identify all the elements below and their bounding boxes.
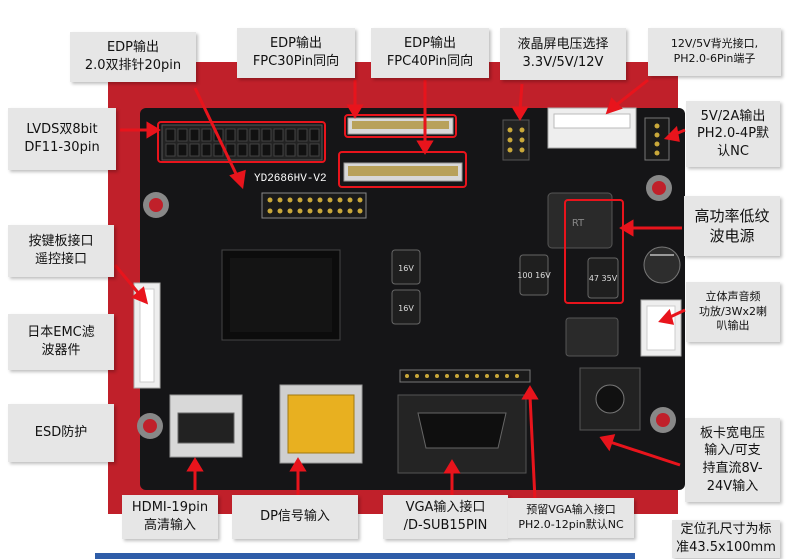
lvds-connector: [161, 124, 323, 161]
callout-lcd-voltage: 液晶屏电压选择 3.3V/5V/12V: [500, 28, 626, 80]
callout-5v-output: 5V/2A输出 PH2.0-4P默 认NC: [686, 101, 780, 167]
fpc40-highlight: [338, 151, 467, 188]
callout-edp30: EDP输出 FPC30Pin同向: [237, 28, 355, 78]
vga-port: [397, 394, 527, 474]
voltage-select-jumper: [502, 119, 530, 161]
backlight-connector: [547, 107, 637, 149]
callout-backlight: 12V/5V背光接口, PH2.0-6Pin端子: [648, 28, 781, 76]
capacitor-1-label: 16V: [398, 264, 414, 273]
callout-vga: VGA输入接口 /D-SUB15PIN: [383, 495, 508, 539]
capacitor-4-label: 47 35V: [589, 274, 618, 283]
power-inductor: RT: [547, 192, 613, 249]
annotation-arrows: [113, 78, 686, 501]
mounting-hole-top-left: [143, 192, 169, 218]
callout-power: 高功率低纹 波电源: [684, 196, 780, 256]
power-highlight: [564, 199, 624, 304]
mounting-hole-top-right: [646, 175, 672, 201]
capacitor-3: 100 16V: [517, 254, 551, 296]
callout-emc: 日本EMC滤 波器件: [8, 314, 114, 370]
callout-keyboard: 按键板接口 遥控接口: [8, 225, 114, 277]
callout-edp20: EDP输出 2.0双排针20pin: [70, 32, 196, 82]
capacitor-1: 16V: [391, 249, 421, 285]
board-model-label: YD2686HV-V2: [254, 173, 327, 185]
inductor-label: RT: [572, 218, 585, 229]
callout-vga-reserved: 预留VGA输入接口 PH2.0-12pin默认NC: [508, 498, 634, 538]
callout-audio: 立体声音频 功放/3Wx2喇 叭输出: [686, 282, 780, 342]
fpc40-connector: [343, 162, 463, 182]
vga-reserved-header: [399, 369, 531, 383]
fpc30-connector: [347, 117, 454, 135]
capacitor-4: 47 35V: [587, 257, 619, 299]
dc-power-jack: [579, 367, 641, 431]
audio-connector: [640, 299, 682, 357]
callout-dp: DP信号输入: [232, 495, 358, 539]
main-scaler-chip: [221, 249, 341, 341]
callout-dc-power: 板卡宽电压 输入/可支 持直流8V- 24V输入: [685, 418, 780, 502]
lvds-highlight: [157, 121, 326, 163]
callout-lvds: LVDS双8bit DF11-30pin: [8, 108, 116, 170]
callout-edp40: EDP输出 FPC40Pin同向: [371, 28, 489, 78]
electrolytic-capacitor: [643, 246, 681, 284]
capacitor-2-label: 16V: [398, 304, 414, 313]
hdmi-port: [169, 394, 243, 458]
capacitor-2: 16V: [391, 289, 421, 325]
filter-inductor: [565, 317, 619, 357]
callout-hdmi: HDMI-19pin 高清输入: [122, 495, 218, 539]
callout-esd: ESD防护: [8, 404, 114, 462]
dp-port: [279, 384, 363, 464]
mounting-hole-bottom-right: [650, 407, 676, 433]
bottom-accent-bar: [95, 553, 635, 559]
callout-mount: 定位孔尺寸为标 准43.5x100mm: [672, 520, 780, 558]
capacitor-3-label: 100 16V: [517, 271, 551, 280]
fpc30-highlight: [344, 114, 457, 138]
mounting-hole-bottom-left: [137, 413, 163, 439]
edp20-pin-header: [261, 192, 367, 219]
